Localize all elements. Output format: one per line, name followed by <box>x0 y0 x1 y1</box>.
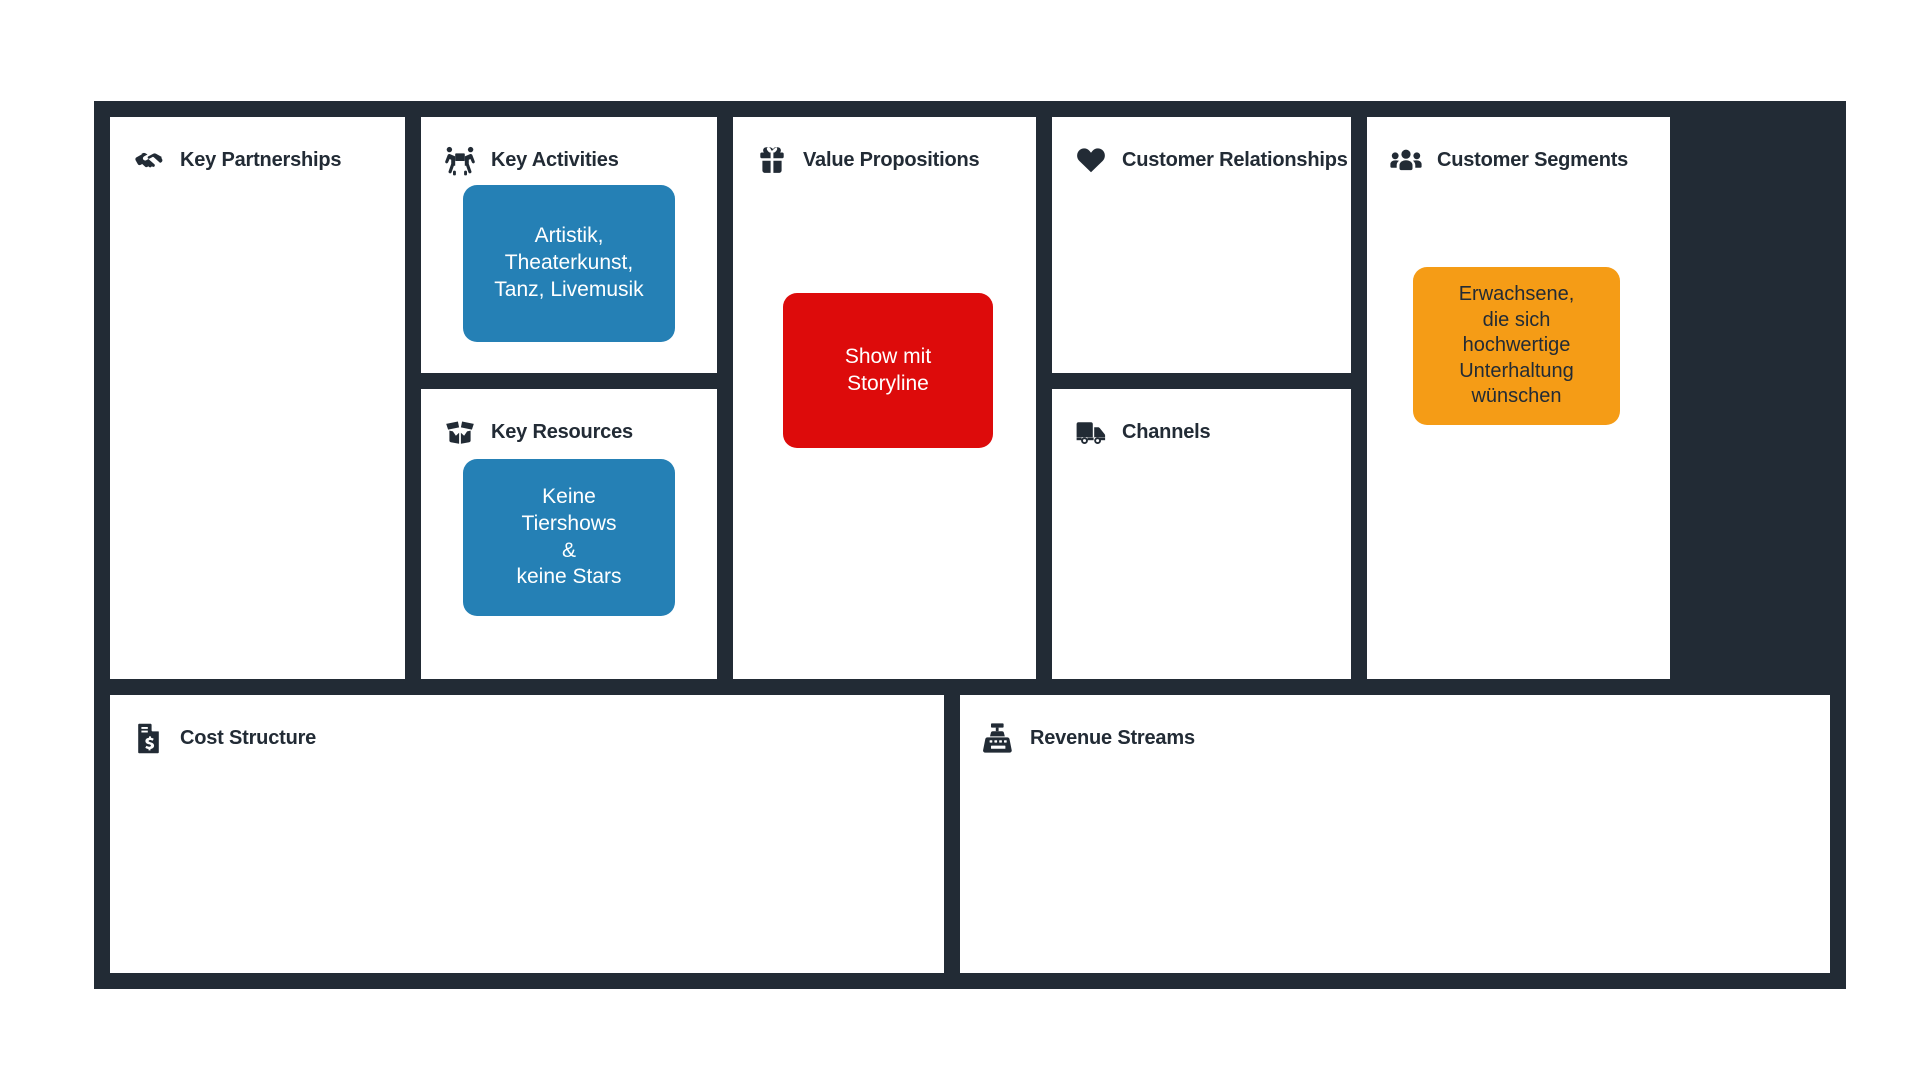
block-revenue-streams[interactable]: Revenue Streams <box>960 695 1830 973</box>
handshake-icon <box>132 143 166 177</box>
block-header: Revenue Streams <box>982 721 1195 755</box>
block-channels[interactable]: Channels <box>1052 389 1351 679</box>
heart-icon <box>1074 143 1108 177</box>
canvas-frame: Key Partnerships Key Activities <box>94 101 1846 989</box>
sticky-note[interactable]: Erwachsene, die sich hochwertige Unterha… <box>1413 267 1620 425</box>
block-title: Cost Structure <box>180 726 317 749</box>
block-key-resources[interactable]: Key Resources Keine Tiershows & keine St… <box>421 389 717 679</box>
sticky-note[interactable]: Keine Tiershows & keine Stars <box>463 459 675 616</box>
people-group-icon <box>1389 143 1423 177</box>
block-header: Customer Segments <box>1389 143 1628 177</box>
block-title: Key Activities <box>491 148 619 171</box>
block-key-partnerships[interactable]: Key Partnerships <box>110 117 405 679</box>
block-title: Key Partnerships <box>180 148 342 171</box>
block-title: Revenue Streams <box>1030 726 1195 749</box>
sticky-note[interactable]: Show mit Storyline <box>783 293 993 448</box>
block-header: Key Resources <box>443 415 633 449</box>
block-title: Key Resources <box>491 420 633 443</box>
gift-icon <box>755 143 789 177</box>
block-header: Key Activities <box>443 143 619 177</box>
open-box-icon <box>443 415 477 449</box>
people-carrying-box-icon <box>443 143 477 177</box>
block-title: Customer Relationships <box>1122 148 1348 171</box>
delivery-truck-icon <box>1074 415 1108 449</box>
block-header: Value Propositions <box>755 143 980 177</box>
block-header: Channels <box>1074 415 1211 449</box>
sticky-note[interactable]: Artistik, Theaterkunst, Tanz, Livemusik <box>463 185 675 342</box>
block-key-activities[interactable]: Key Activities Artistik, Theaterkunst, T… <box>421 117 717 373</box>
invoice-dollar-icon <box>132 721 166 755</box>
block-header: Key Partnerships <box>132 143 342 177</box>
block-title: Channels <box>1122 420 1211 443</box>
block-title: Customer Segments <box>1437 148 1629 171</box>
block-value-propositions[interactable]: Value Propositions Show mit Storyline <box>733 117 1036 679</box>
block-title: Value Propositions <box>803 148 980 171</box>
block-header: Customer Relationships <box>1074 143 1348 177</box>
block-customer-relationships[interactable]: Customer Relationships <box>1052 117 1351 373</box>
block-cost-structure[interactable]: Cost Structure <box>110 695 944 973</box>
block-header: Cost Structure <box>132 721 316 755</box>
cash-register-icon <box>982 721 1016 755</box>
block-customer-segments[interactable]: Customer Segments Erwachsene, die sich h… <box>1367 117 1670 679</box>
